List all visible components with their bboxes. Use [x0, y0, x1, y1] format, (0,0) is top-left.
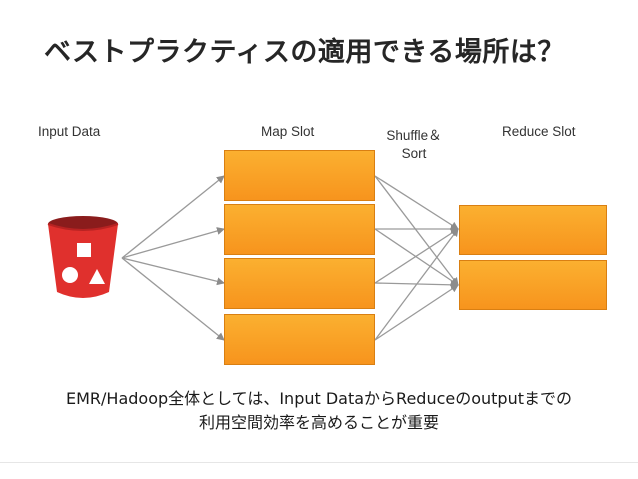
arrow-map4-reduce1 — [374, 228, 459, 341]
reduce-slot-2 — [459, 260, 607, 310]
arrow-map4-reduce2 — [374, 284, 459, 341]
arrow-map1-reduce2 — [374, 175, 459, 286]
map-slot-3 — [224, 258, 375, 309]
map-slot-4 — [224, 314, 375, 365]
s3-bucket-icon — [47, 216, 119, 298]
arrow-map2-reduce2 — [374, 228, 459, 286]
shuffle-sort-label: Shuffle＆ Sort — [378, 124, 450, 161]
caption-line-2: 利用空間効率を高めることが重要 — [198, 413, 439, 432]
map-slot-1 — [224, 150, 375, 201]
reduce-slot-1 — [459, 205, 607, 255]
slide-title: ベストプラクティスの適用できる場所は？ — [44, 37, 565, 68]
shuffle-label-line1: Shuffle＆ — [386, 128, 442, 143]
map-slot-label: Map Slot — [261, 124, 315, 139]
map-slot-2 — [224, 204, 375, 255]
arrow-input-map1 — [121, 175, 225, 259]
bottom-divider — [0, 462, 638, 463]
reduce-slot-label: Reduce Slot — [502, 124, 576, 139]
arrow-input-map2 — [121, 227, 225, 259]
arrow-map1-reduce1 — [374, 175, 459, 230]
shuffle-label-line2: Sort — [401, 146, 427, 161]
arrow-input-map4 — [121, 257, 225, 341]
caption-line-1: EMR/Hadoop全体としては、Input DataからReduceのoutp… — [65, 389, 573, 408]
input-data-label: Input Data — [38, 124, 101, 139]
arrow-input-map3 — [121, 257, 225, 286]
arrow-map3-reduce1 — [374, 228, 459, 284]
